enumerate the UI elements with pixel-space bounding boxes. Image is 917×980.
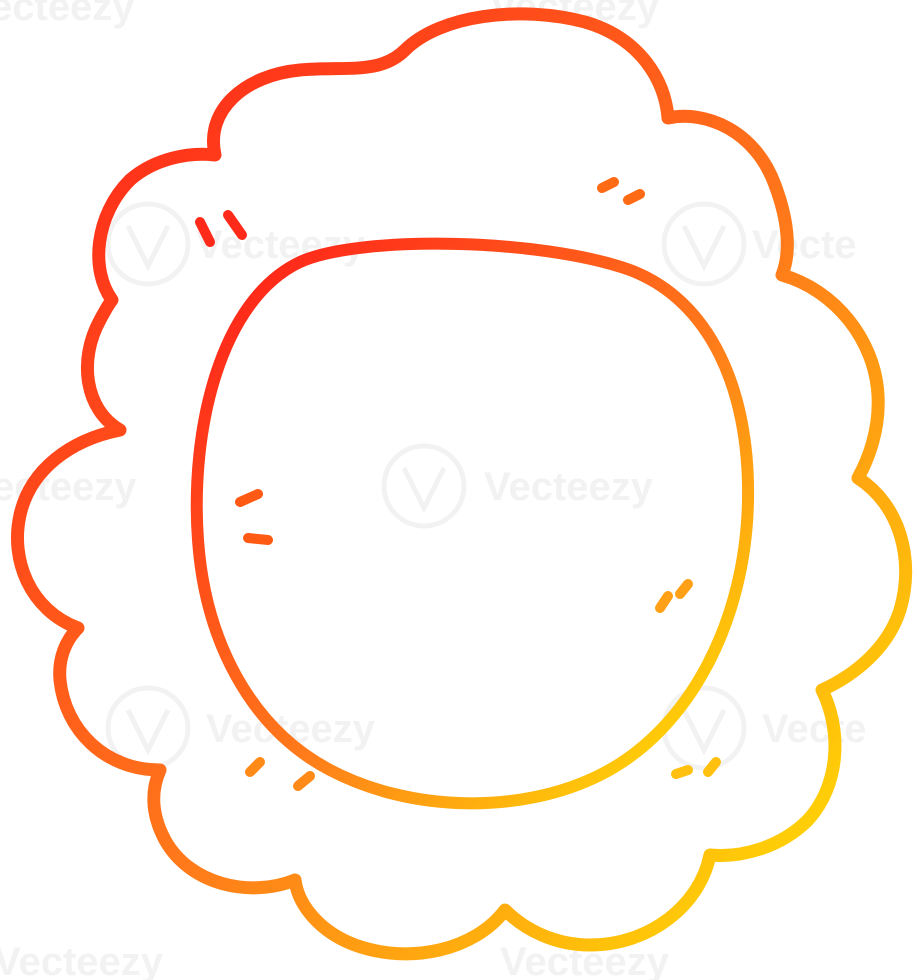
texture-mark xyxy=(597,177,619,193)
watermark-text: Vecte xyxy=(762,707,867,751)
watermark-text: Vecteezy xyxy=(196,223,366,267)
texture-mark xyxy=(675,579,693,599)
texture-mark xyxy=(703,757,721,777)
texture-mark xyxy=(195,217,215,247)
texture-mark xyxy=(655,591,673,613)
texture-mark xyxy=(235,489,263,507)
flower-petals-outline xyxy=(11,7,913,961)
texture-mark xyxy=(671,765,693,779)
texture-mark xyxy=(623,189,645,205)
watermark-logo xyxy=(381,443,467,529)
watermark-logo xyxy=(105,201,191,287)
texture-mark xyxy=(223,210,247,240)
texture-mark xyxy=(243,533,273,545)
texture-marks xyxy=(195,177,721,791)
watermark-text: ecteezy xyxy=(0,0,135,29)
texture-mark xyxy=(293,771,315,791)
watermark-text: Vecteezy xyxy=(484,465,654,509)
texture-mark xyxy=(245,757,265,777)
watermark-text: Vecte xyxy=(752,223,857,267)
watermark-logo xyxy=(661,685,747,771)
flower-center-outline xyxy=(190,237,755,810)
watermark-layer: Vecteezy Vecte Vecteezy ecteezy Vecteezy xyxy=(0,0,867,980)
watermark-logo xyxy=(661,201,747,287)
watermark-text: Vecteezy xyxy=(0,940,164,980)
